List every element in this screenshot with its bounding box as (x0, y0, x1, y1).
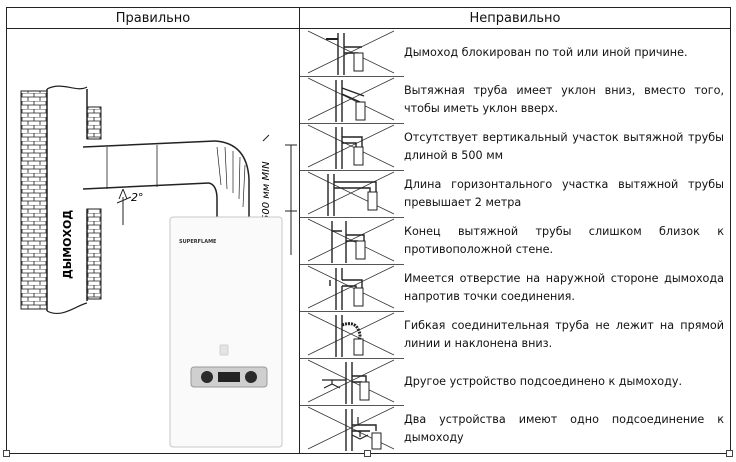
long-horizontal-pipe-icon (307, 171, 395, 216)
list-item: Два устройства имеют одно подсоединение … (300, 405, 730, 452)
incorrect-list: Дымоход блокирован по той или иной причи… (300, 29, 730, 453)
header-correct: Правильно (6, 7, 300, 29)
correct-installation-diagram: ДЫМОХОД 2° 500 мм MIN (7, 29, 300, 453)
list-item: Гибкая соединительная труба не лежит на … (300, 311, 730, 358)
correct-column: ДЫМОХОД 2° 500 мм MIN (6, 28, 300, 454)
pipe-near-wall-icon (307, 218, 395, 263)
error-text: Отсутствует вертикальный участок вытяжно… (404, 130, 724, 162)
resize-handle-bottom-left[interactable] (3, 450, 10, 457)
error-text: Дымоход блокирован по той или иной причи… (404, 45, 688, 59)
list-item: Дымоход блокирован по той или иной причи… (300, 29, 730, 76)
correct-incorrect-table: Правильно Неправильно (6, 7, 731, 454)
correct-diagram-svg: ДЫМОХОД 2° 500 мм MIN (20, 85, 297, 448)
list-item: Имеется отверстие на наружной стороне ды… (300, 264, 730, 311)
list-item: Вытяжная труба имеет уклон вниз, вместо … (300, 76, 730, 123)
downward-slope-icon (307, 77, 395, 122)
error-text: Конец вытяжной трубы слишком близок к пр… (404, 224, 724, 256)
error-text: Гибкая соединительная труба не лежит на … (404, 318, 724, 350)
brick-wall-right-top (86, 106, 102, 140)
error-text: Два устройства имеют одно подсоединение … (404, 412, 724, 444)
error-text: Длина горизонтального участка вытяжной т… (404, 177, 724, 209)
left-knob-icon (201, 371, 213, 383)
header-incorrect: Неправильно (299, 7, 731, 29)
brick-wall-right-bottom (86, 208, 102, 300)
resize-handle-bottom-right[interactable] (726, 450, 733, 457)
heater-brand: SUPERFLAME (179, 239, 217, 245)
length-label: 500 мм MIN (261, 161, 272, 221)
resize-handle-bottom-middle[interactable] (364, 450, 371, 457)
error-text: Другое устройство подсоединено к дымоход… (404, 374, 683, 388)
list-item: Отсутствует вертикальный участок вытяжно… (300, 123, 730, 170)
brick-wall-left (20, 90, 48, 310)
list-item: Конец вытяжной трубы слишком близок к пр… (300, 217, 730, 264)
list-item: Другое устройство подсоединено к дымоход… (300, 358, 730, 405)
no-vertical-section-icon (307, 124, 395, 169)
water-heater-unit (169, 216, 283, 448)
angle-label: 2° (131, 191, 144, 204)
blocked-chimney-icon (307, 30, 395, 75)
other-device-icon (307, 359, 395, 404)
right-knob-icon (245, 371, 257, 383)
shared-connection-icon (307, 406, 395, 451)
error-text: Вытяжная труба имеет уклон вниз, вместо … (404, 83, 724, 115)
opposite-opening-icon (307, 265, 395, 310)
heater-display (218, 372, 240, 382)
error-text: Имеется отверстие на наружной стороне ды… (404, 271, 724, 303)
list-item: Длина горизонтального участка вытяжной т… (300, 170, 730, 217)
incorrect-column: Дымоход блокирован по той или иной причи… (299, 28, 731, 454)
flexible-pipe-icon (307, 312, 395, 357)
chimney-label: ДЫМОХОД (61, 210, 74, 279)
